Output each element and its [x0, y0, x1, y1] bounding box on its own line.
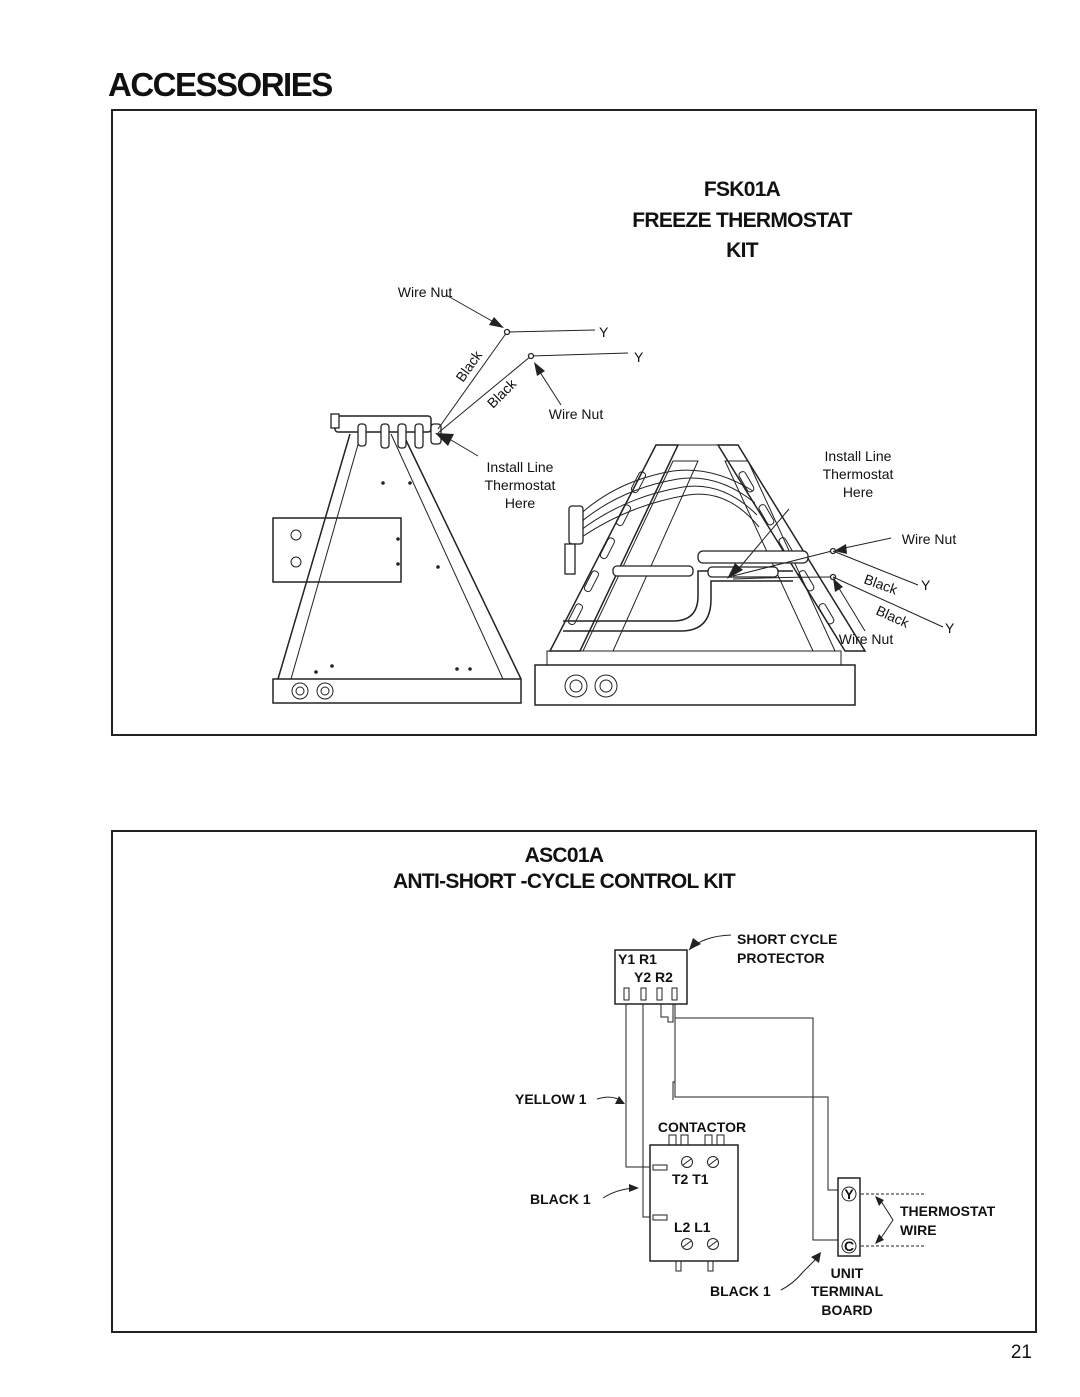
right-lead-y2-label: Y: [945, 620, 955, 636]
left-install-line-1: Install Line: [487, 459, 554, 475]
right-wire-nut-top-label: Wire Nut: [902, 531, 957, 547]
asc-title: ANTI-SHORT -CYCLE CONTROL KIT: [393, 870, 736, 893]
right-install-line-1: Install Line: [825, 448, 892, 464]
right-wire-black-2-label: Black: [874, 602, 913, 631]
black-wire-left-label: BLACK 1: [530, 1191, 591, 1207]
yellow-wire-label: YELLOW 1: [515, 1091, 587, 1107]
left-wire-black-1-label: Black: [452, 347, 485, 385]
coil-front-view: Install Line Thermostat Here Wire Nut Bl…: [534, 444, 957, 706]
contactor-label: CONTACTOR: [658, 1119, 746, 1135]
board-label-line3: BOARD: [821, 1302, 872, 1318]
right-install-line-2: Thermostat: [823, 466, 894, 482]
freeze-stat-bulb: [707, 566, 779, 578]
kit-title-line2: KIT: [726, 239, 759, 262]
protector-label-line2: PROTECTOR: [737, 950, 825, 966]
right-wire-nut-bottom-label: Wire Nut: [839, 631, 894, 647]
terminal-y-label: Y: [844, 1186, 854, 1202]
anti-short-cycle-wiring-diagram: ASC01A ANTI-SHORT -CYCLE CONTROL KIT Y1 …: [393, 844, 996, 1318]
page-number: 21: [1010, 1342, 1032, 1363]
coil-right-slab: [716, 444, 867, 652]
short-cycle-protector: Y1 R1 Y2 R2 SHORT CYCLE PROTECTOR: [614, 931, 837, 1005]
protector-terminals-row2: Y2 R2: [634, 969, 673, 985]
thermostat-wire-line2: WIRE: [900, 1222, 937, 1238]
black-wire-bottom-label: BLACK 1: [710, 1283, 771, 1299]
coil-front-base: [534, 664, 856, 706]
coil-side-box: [272, 517, 402, 583]
left-install-line-2: Thermostat: [485, 477, 556, 493]
board-label-line2: TERMINAL: [811, 1283, 884, 1299]
left-lead-y1-label: Y: [599, 324, 609, 340]
terminal-c-label: C: [844, 1238, 854, 1254]
board-label-line1: UNIT: [831, 1265, 864, 1281]
freeze-thermostat-diagram: FSK01A FREEZE THERMOSTAT KIT: [272, 178, 957, 706]
contactor: CONTACTOR T2 T1 L2 L1: [649, 1119, 746, 1272]
left-lead-y2-label: Y: [634, 349, 644, 365]
left-install-line-3: Here: [505, 495, 536, 511]
right-lead-y1-label: Y: [921, 577, 931, 593]
page-heading: ACCESSORIES: [108, 66, 333, 103]
asc-wiring: [625, 1004, 838, 1241]
protector-terminals-row1: Y1 R1: [618, 951, 657, 967]
kit-title-line1: FREEZE THERMOSTAT: [632, 209, 852, 232]
coil-base-rail: [272, 678, 522, 704]
thermostat-wire-line1: THERMOSTAT: [900, 1203, 996, 1219]
left-wire-nut-mid-label: Wire Nut: [549, 406, 604, 422]
contactor-top-terminals: T2 T1: [672, 1171, 709, 1187]
contactor-bottom-terminals: L2 L1: [674, 1219, 711, 1235]
freeze-thermostat-kit-panel: FSK01A FREEZE THERMOSTAT KIT: [111, 109, 1037, 736]
asc-model: ASC01A: [525, 844, 604, 867]
left-wire-nut-top-label: Wire Nut: [398, 284, 453, 300]
kit-model: FSK01A: [704, 178, 781, 201]
anti-short-cycle-kit-panel: ASC01A ANTI-SHORT -CYCLE CONTROL KIT Y1 …: [111, 830, 1037, 1333]
right-wire-black-1-label: Black: [862, 571, 901, 598]
protector-label-line1: SHORT CYCLE: [737, 931, 837, 947]
unit-terminal-board: Y C THERMOSTAT WIRE UNIT TERMINAL BOARD: [811, 1177, 996, 1318]
right-install-line-3: Here: [843, 484, 874, 500]
left-wire-black-2-label: Black: [484, 375, 520, 411]
